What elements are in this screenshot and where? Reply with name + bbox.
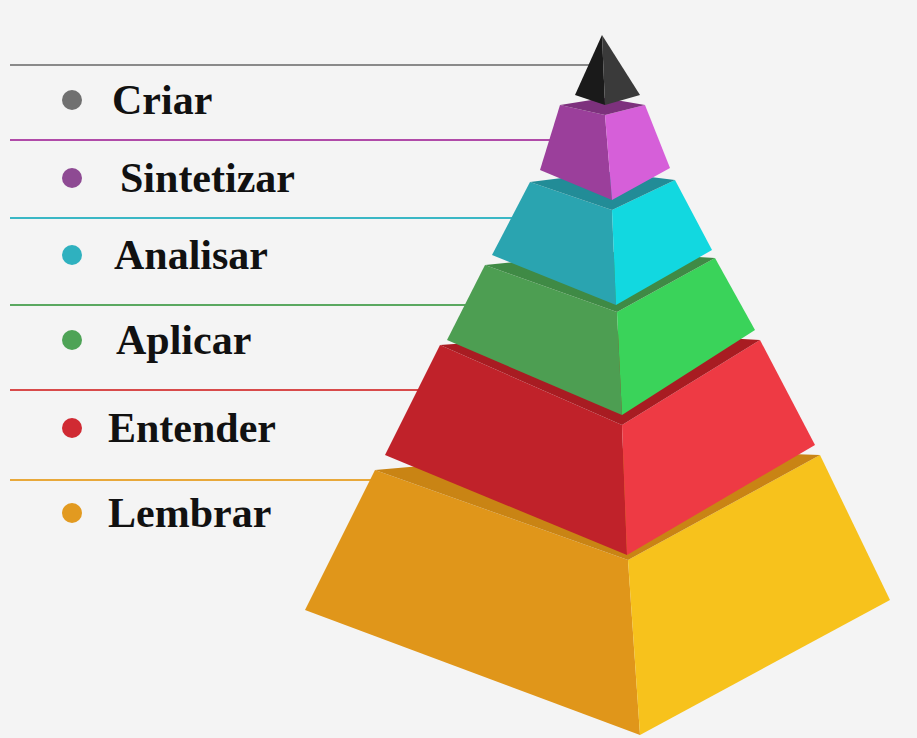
level-label: Sintetizar [120, 157, 295, 199]
level-label: Analisar [114, 234, 268, 276]
legend-swatch [62, 330, 82, 350]
legend-swatch [62, 418, 82, 438]
legend-row: Aplicar [62, 315, 251, 365]
level-label: Entender [108, 407, 276, 449]
legend-swatch [62, 503, 82, 523]
level-label: Criar [112, 79, 212, 121]
pyramid [305, 35, 890, 735]
level-label: Aplicar [116, 319, 251, 361]
legend-swatch [62, 168, 82, 188]
legend-swatch [62, 245, 82, 265]
legend-swatch [62, 90, 82, 110]
legend-row: Criar [62, 75, 212, 125]
legend-row: Analisar [62, 230, 268, 280]
level-label: Lembrar [108, 492, 271, 534]
legend-row: Entender [62, 403, 276, 453]
legend-row: Lembrar [62, 488, 271, 538]
legend-row: Sintetizar [62, 153, 295, 203]
